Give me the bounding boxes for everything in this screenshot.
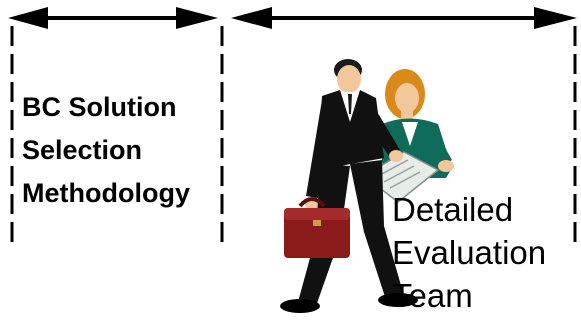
- business-people-clipart-icon: [280, 59, 454, 313]
- right-section-line-3: Team: [392, 277, 473, 314]
- right-section-line-2: Evaluation: [392, 234, 547, 271]
- left-section-line-2: Selection: [22, 135, 143, 165]
- left-section-line-1: BC Solution: [22, 92, 177, 122]
- briefcase-icon: [284, 197, 350, 258]
- left-span-arrow: [8, 7, 218, 29]
- right-span-arrow: [231, 7, 577, 29]
- left-section-label: BC Solution Selection Methodology: [22, 86, 190, 215]
- right-section-line-1: Detailed: [392, 191, 514, 228]
- right-section-label: Detailed Evaluation Team: [392, 188, 546, 317]
- left-section-line-3: Methodology: [22, 178, 190, 208]
- man-figure-icon: [280, 59, 418, 313]
